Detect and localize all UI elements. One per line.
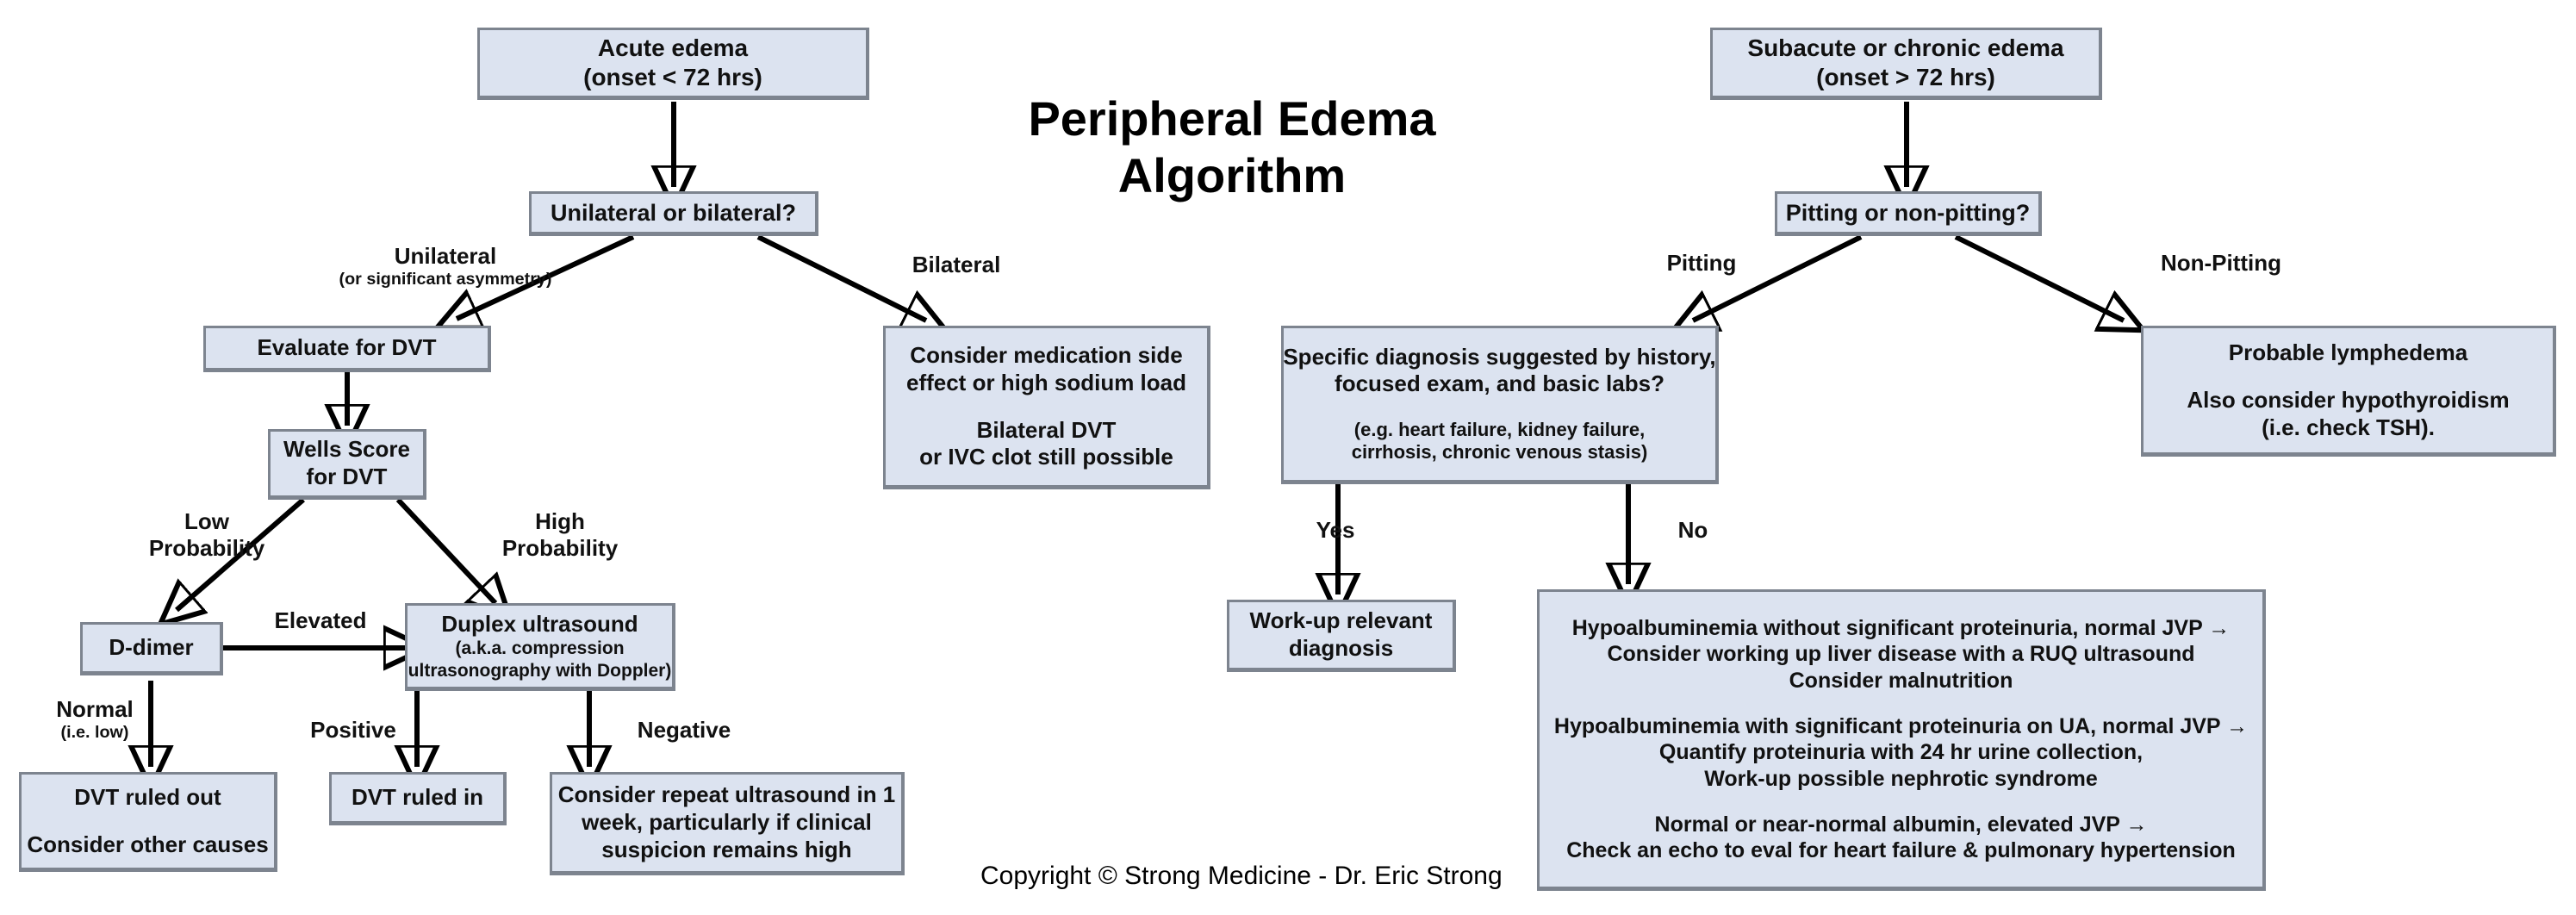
edge-label-unilateral-sub: (or significant asymmetry)	[339, 270, 552, 289]
edge-label-yes: Yes	[1284, 517, 1387, 544]
node-repeat-ultrasound[interactable]: Consider repeat ultrasound in 1 week, pa…	[550, 772, 905, 875]
node-lymphedema-line1: Probable lymphedema	[2228, 339, 2468, 365]
node-wells-score[interactable]: Wells Score for DVT	[268, 429, 426, 500]
node-d-dimer-label: D-dimer	[109, 634, 194, 661]
node-specific-line4: cirrhosis, chronic venous stasis)	[1351, 441, 1648, 464]
edge-label-unilateral: Unilateral (or significant asymmetry)	[303, 243, 588, 290]
node-medication-line1: Consider medication side	[910, 341, 1183, 368]
node-hypoalbuminemia[interactable]: Hypoalbuminemia without significant prot…	[1537, 589, 2266, 891]
node-hypo-line1: Hypoalbuminemia without significant prot…	[1571, 615, 2231, 640]
node-unilateral-or-bilateral[interactable]: Unilateral or bilateral?	[529, 191, 818, 236]
node-wells-line1: Wells Score	[283, 436, 410, 463]
node-specific-diagnosis[interactable]: Specific diagnosis suggested by history,…	[1281, 326, 1719, 484]
node-medication-line4: or IVC clot still possible	[919, 444, 1173, 470]
edge-label-bilateral: Bilateral	[879, 252, 1034, 278]
edge-label-negative: Negative	[607, 717, 762, 744]
page-title: Peripheral Edema Algorithm	[1028, 91, 1436, 203]
node-duplex-line2: (a.k.a. compression	[455, 638, 625, 659]
edge-label-elevated-main: Elevated	[274, 607, 367, 633]
edge-label-elevated: Elevated	[243, 607, 398, 634]
copyright-notice: Copyright © Strong Medicine - Dr. Eric S…	[980, 862, 1503, 890]
node-lymphedema-line3: (i.e. check TSH).	[2262, 414, 2435, 440]
node-medication-side-effect[interactable]: Consider medication side effect or high …	[883, 326, 1210, 489]
node-duplex-ultrasound[interactable]: Duplex ultrasound (a.k.a. compression ul…	[405, 603, 675, 691]
node-lymphedema-line2: Also consider hypothyroidism	[2187, 386, 2510, 413]
node-dvt-ruled-in-label: DVT ruled in	[351, 784, 484, 811]
node-workup-line2: diagnosis	[1288, 635, 1394, 661]
edge-label-normal-low: Normal (i.e. low)	[34, 696, 155, 744]
node-hypo-line5: Quantify proteinuria with 24 hr urine co…	[1658, 740, 2144, 764]
node-specific-line3: (e.g. heart failure, kidney failure,	[1353, 418, 1646, 440]
node-dvt-ruled-out-line2: Consider other causes	[27, 831, 269, 857]
edge-label-positive-main: Positive	[310, 717, 396, 743]
edge-label-non-pitting-main: Non-Pitting	[2160, 250, 2282, 276]
node-wells-line2: for DVT	[306, 464, 388, 489]
node-hypo-line3: Consider malnutrition	[1789, 668, 2013, 693]
node-duplex-line3: ultrasonography with Doppler)	[408, 660, 672, 681]
node-probable-lymphedema[interactable]: Probable lymphedema Also consider hypoth…	[2141, 326, 2556, 457]
node-acute-edema-line1: Acute edema	[597, 34, 749, 61]
edge-label-unilateral-main: Unilateral	[394, 243, 497, 269]
edge-label-high-probability-main: High	[535, 508, 585, 534]
edge-label-normal-low-main: Normal	[56, 696, 134, 722]
edge-label-low-probability: Low Probability	[103, 508, 310, 562]
node-evaluate-for-dvt[interactable]: Evaluate for DVT	[203, 326, 491, 372]
edge-label-non-pitting: Non-Pitting	[2126, 250, 2316, 277]
node-hypo-line6: Work-up possible nephrotic syndrome	[1704, 766, 2098, 791]
node-repeat-line1: Consider repeat ultrasound in 1	[557, 781, 896, 808]
edge-label-high-probability: High Probability	[457, 508, 663, 562]
edge-label-negative-main: Negative	[637, 717, 731, 743]
node-duplex-line1: Duplex ultrasound	[441, 610, 638, 637]
edge-label-no-main: No	[1677, 517, 1708, 543]
node-workup-line1: Work-up relevant	[1249, 607, 1433, 634]
connector-pitting-to-lymphedema	[1954, 234, 2124, 321]
node-evaluate-label: Evaluate for DVT	[257, 334, 437, 361]
node-repeat-line2: week, particularly if clinical	[582, 809, 872, 836]
node-acute-edema[interactable]: Acute edema (onset < 72 hrs)	[477, 28, 869, 100]
edge-label-yes-main: Yes	[1316, 517, 1355, 543]
node-hypo-line7: Normal or near-normal albumin, elevated …	[1654, 812, 2148, 837]
node-subacute-line2: (onset > 72 hrs)	[1816, 64, 1995, 90]
node-medication-line3: Bilateral DVT	[976, 416, 1117, 443]
node-d-dimer[interactable]: D-dimer	[80, 622, 223, 675]
edge-label-high-probability-sub: Probability	[501, 535, 619, 562]
node-repeat-line3: suspicion remains high	[601, 836, 852, 862]
node-specific-line2: focused exam, and basic labs?	[1335, 370, 1664, 397]
node-pitting-or-nonpitting[interactable]: Pitting or non-pitting?	[1775, 191, 2042, 236]
node-hypo-line2: Consider working up liver disease with a…	[1607, 642, 2195, 666]
node-medication-line2: effect or high sodium load	[905, 369, 1186, 395]
node-laterality-label: Unilateral or bilateral?	[550, 199, 797, 226]
node-hypo-line4: Hypoalbuminemia with significant protein…	[1553, 713, 2249, 738]
edge-label-normal-low-sub: (i.e. low)	[60, 723, 129, 743]
edge-label-low-probability-sub: Probability	[148, 535, 265, 562]
node-dvt-ruled-in[interactable]: DVT ruled in	[329, 772, 507, 825]
edge-label-positive: Positive	[284, 717, 422, 744]
node-workup-relevant-diagnosis[interactable]: Work-up relevant diagnosis	[1227, 600, 1456, 672]
edge-label-low-probability-main: Low	[184, 508, 229, 534]
edge-label-no: No	[1641, 517, 1745, 544]
node-specific-line1: Specific diagnosis suggested by history,	[1283, 343, 1716, 370]
edge-label-pitting: Pitting	[1624, 250, 1779, 277]
node-acute-edema-line2: (onset < 72 hrs)	[583, 64, 762, 90]
edge-label-bilateral-main: Bilateral	[912, 252, 1001, 277]
node-hypo-line8: Check an echo to eval for heart failure …	[1566, 838, 2236, 862]
node-subacute-chronic-edema[interactable]: Subacute or chronic edema (onset > 72 hr…	[1710, 28, 2102, 100]
edge-label-pitting-main: Pitting	[1666, 250, 1737, 276]
node-dvt-ruled-out[interactable]: DVT ruled out Consider other causes	[19, 772, 277, 872]
node-pitting-label: Pitting or non-pitting?	[1785, 199, 2031, 226]
connector-laterality-to-medication	[756, 234, 926, 321]
node-subacute-line1: Subacute or chronic edema	[1747, 34, 2064, 61]
node-dvt-ruled-out-line1: DVT ruled out	[74, 783, 221, 810]
